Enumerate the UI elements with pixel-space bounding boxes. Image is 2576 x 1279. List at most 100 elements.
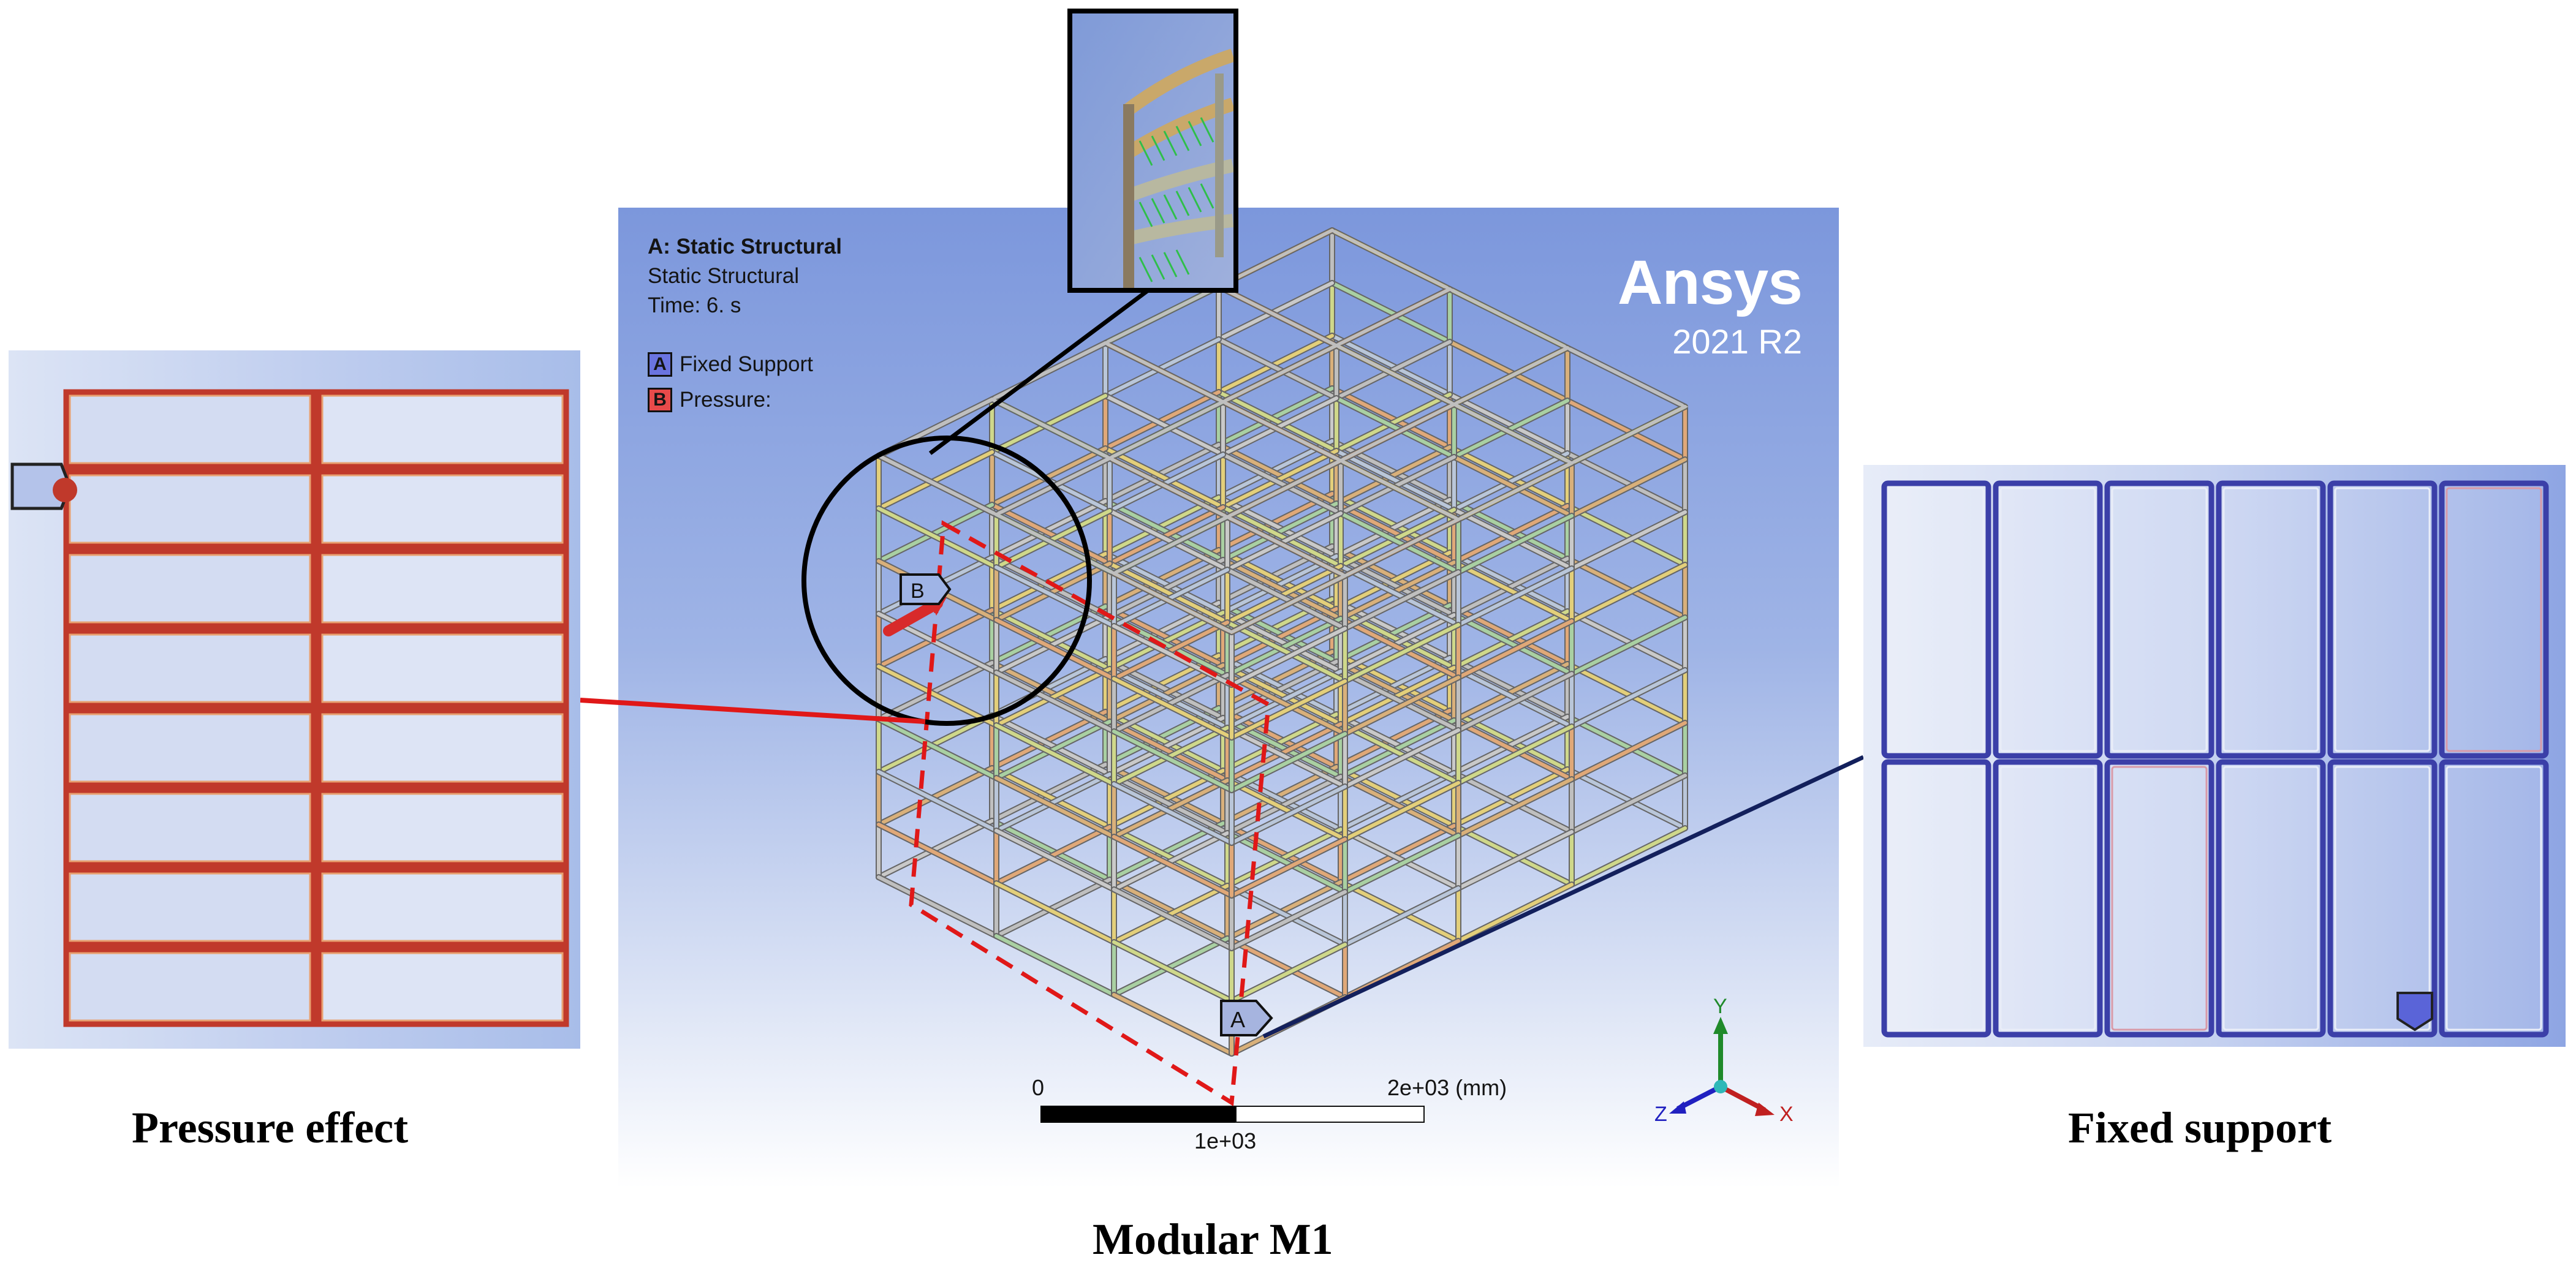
structure-member [877, 507, 998, 569]
structure-member [1104, 338, 1221, 398]
structure-member [1108, 667, 1229, 730]
structure-member [1112, 937, 1229, 997]
structure-member [1566, 451, 1687, 514]
structure-member [1335, 393, 1452, 453]
marker-a-label: A [1230, 1007, 1245, 1032]
structure-member [1343, 623, 1460, 683]
structure-member [877, 714, 994, 774]
legend-key-b: B [648, 388, 672, 412]
structure-member [1343, 886, 1460, 946]
structure-member [994, 723, 1116, 786]
structure-member [1104, 552, 1225, 614]
scale-bar-black [1040, 1106, 1235, 1123]
pressure-frame-cell [63, 548, 317, 629]
zoom-connector [928, 288, 1151, 455]
structure-member [1339, 455, 1456, 515]
structure-member [1108, 878, 1229, 940]
zoom-inset [1067, 9, 1238, 293]
structure-member [1112, 568, 1229, 628]
structure-member [1217, 390, 1338, 453]
support-frame-cell [2104, 480, 2214, 759]
pressure-frame-cell [63, 628, 317, 709]
structure-member [1225, 568, 1347, 630]
structure-member [1112, 730, 1233, 792]
scale-mid-label: 1e+03 [1194, 1128, 1257, 1153]
structure-member [1452, 609, 1569, 670]
structure-member [1335, 449, 1456, 511]
structure-member [1112, 835, 1233, 897]
structure-member [1343, 728, 1460, 788]
support-frame-cell [2216, 759, 2326, 1038]
structure-member [1221, 607, 1338, 667]
pressure-frame-cell [316, 389, 569, 470]
axis-z-label: Z [1654, 1103, 1667, 1126]
structure-member [1452, 557, 1569, 617]
structure-member [1217, 548, 1338, 611]
structure-member [1221, 821, 1343, 884]
structure-member [1330, 545, 1452, 607]
structure-member [877, 770, 998, 832]
pressure-frames [10, 389, 569, 1027]
structure-member [1225, 937, 1347, 999]
structure-member [1448, 551, 1569, 613]
structure-member [1330, 439, 1452, 502]
structure-member [1225, 726, 1347, 788]
structure-member [1221, 712, 1338, 772]
structure-member [1108, 453, 1225, 513]
structure-member [1225, 722, 1343, 782]
structure-member [990, 661, 1112, 723]
structure-member [1221, 660, 1338, 720]
structure-member [1221, 765, 1338, 825]
axis-x-label: X [1779, 1103, 1794, 1126]
support-callout-line [1262, 755, 1865, 1039]
pressure-plane-outline [909, 520, 1271, 1106]
structure-member [1108, 821, 1225, 881]
structure-member [1230, 627, 1347, 687]
structure-member [1217, 496, 1338, 558]
structure-member [994, 772, 1112, 832]
pressure-frame-cell [63, 707, 317, 788]
structure-member [1221, 558, 1343, 621]
structure-member [1104, 605, 1225, 667]
structure-member [1335, 396, 1456, 459]
structure-member [1335, 551, 1452, 611]
structure-member [1221, 611, 1343, 673]
structure-member [1108, 769, 1225, 829]
structure-member [1457, 725, 1574, 785]
structure-member [1230, 679, 1347, 739]
pressure-frame-cell [63, 389, 317, 470]
structure-member [1230, 890, 1347, 950]
structure-member [1335, 660, 1456, 722]
structure-member [1339, 824, 1456, 884]
structure-member [1221, 716, 1343, 779]
structure-member [1104, 657, 1225, 720]
legend-item-pressure: B Pressure: [648, 385, 771, 415]
structure-member [1112, 779, 1229, 839]
structure-member [1448, 340, 1569, 402]
support-frame-cell [2216, 480, 2326, 759]
structure-member [1330, 281, 1452, 344]
structure-member [1452, 771, 1574, 834]
structure-member [1230, 943, 1347, 1003]
structure-member [1112, 993, 1233, 1055]
structure-member [1566, 504, 1687, 567]
support-frame-cell [2439, 480, 2549, 759]
structure-member [1566, 557, 1687, 619]
structure-member [1108, 558, 1225, 618]
structure-member [1570, 563, 1687, 623]
structure-member [1343, 834, 1460, 894]
structure-member [1217, 334, 1334, 394]
support-frame-cell [1881, 480, 1991, 759]
structure-member [1335, 445, 1452, 505]
structure-member [1221, 505, 1343, 568]
structure-member [1335, 607, 1456, 670]
structure-member [1339, 722, 1460, 785]
zoom-circle [801, 436, 1092, 726]
structure-member [990, 503, 1112, 565]
structure-member [1335, 656, 1452, 716]
structure-member [1112, 673, 1229, 733]
structure-member [877, 450, 994, 510]
structure-member [1452, 824, 1574, 886]
structure-member [1566, 662, 1687, 725]
structure-member [1225, 564, 1343, 624]
